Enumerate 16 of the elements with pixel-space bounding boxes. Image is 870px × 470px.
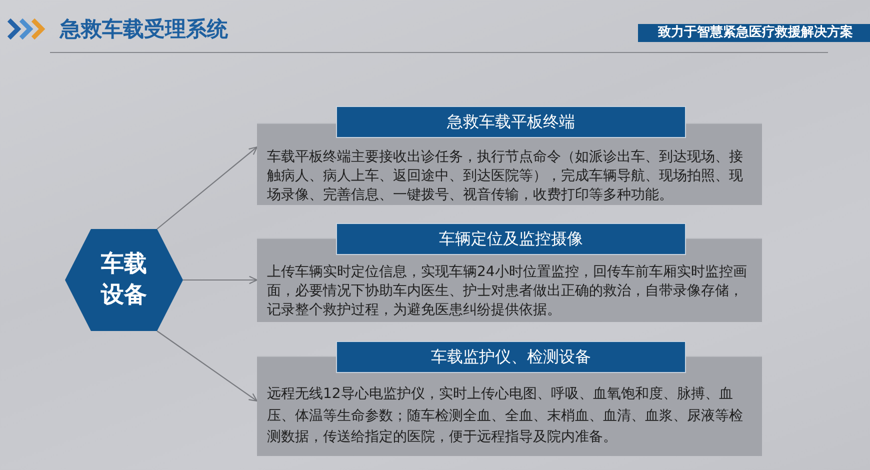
arrow [156, 330, 258, 402]
hexagon-node [65, 229, 183, 331]
page-title: 急救车载受理系统 [60, 16, 228, 43]
section-heading: 车载监护仪、检测设备 [336, 341, 686, 373]
description-text: 远程无线12导心电监护仪，实时上传心电图、呼吸、血氧饱和度、脉搏、血压、体温等生命参数；随车检测全血、全血、末梢血、血清、血浆、尿液等检测数据，传送给指定的医院，便于远程指导及院内准备。 [267, 385, 744, 447]
arrow [183, 276, 258, 284]
arrow [156, 146, 258, 230]
node-label: 车载设备 [100, 250, 148, 310]
info-panel [257, 106, 762, 205]
section-heading: 急救车载平板终端 [336, 106, 686, 138]
description-text: 车载平板终端主要接收出诊任务，执行节点命令（如派诊出车、到达现场、接触病人、病人上车、返回途中、到达医院等），完成车辆导航、现场拍照、现场录像、完善信息、一键拨号、视音传输，收费打印等多种功能。 [267, 148, 744, 205]
tagline-banner: 致力于智慧紧急医疗救援解决方案 [638, 24, 870, 42]
info-panel [257, 341, 762, 456]
info-panel [257, 223, 762, 322]
section-heading: 车辆定位及监控摄像 [336, 223, 686, 255]
description-text: 上传车辆实时定位信息，实现车辆24小时位置监控，回传车前车厢实时监控画面，必要情况下协助车内医生、护士对患者做出正确的救治，自带录像存储，记录整个救护过程，为避免医患纠纷提供依据。 [267, 263, 748, 320]
